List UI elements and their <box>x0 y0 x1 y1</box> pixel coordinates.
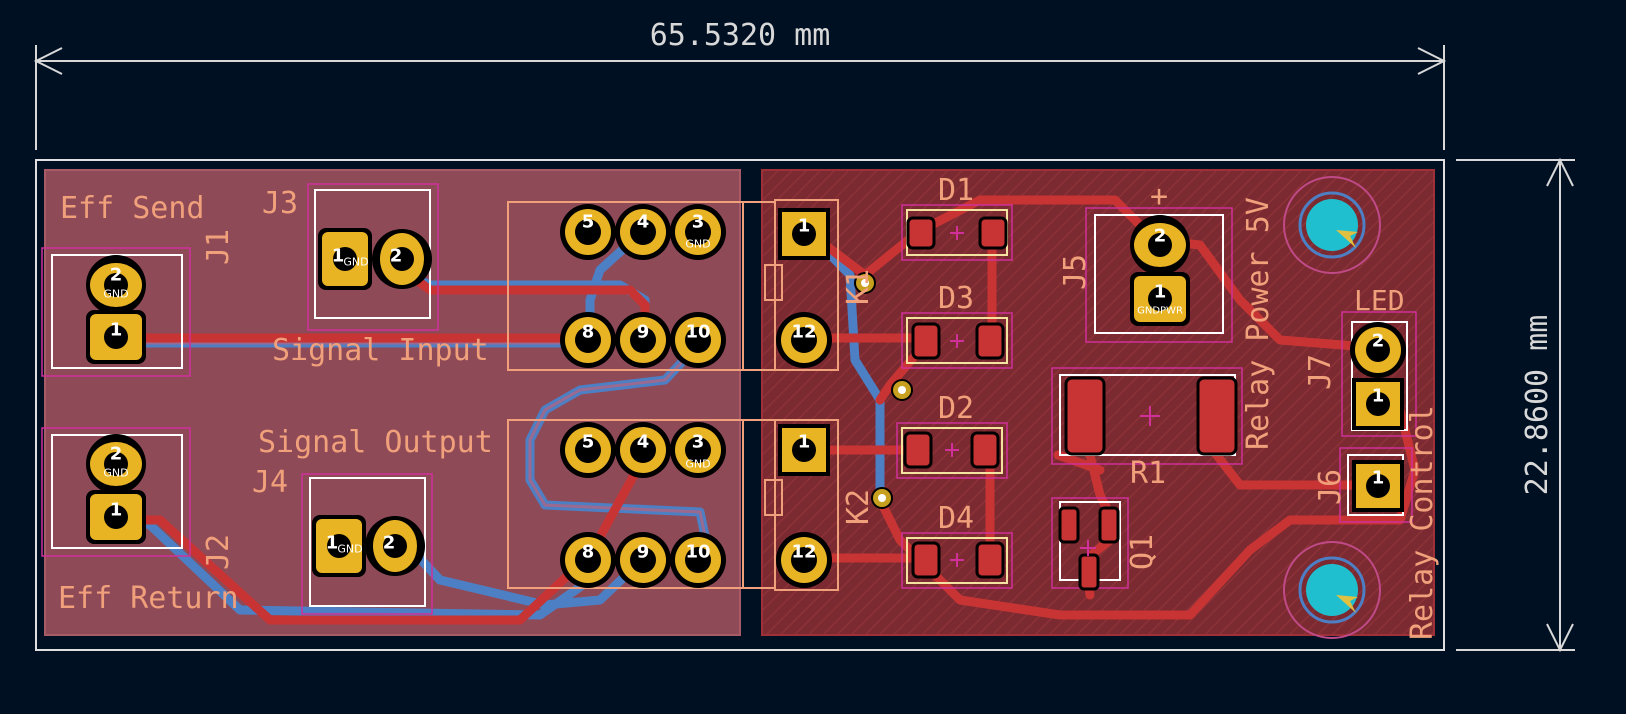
eff-send-label: Eff Send <box>60 191 205 226</box>
height-dimension <box>1456 157 1575 653</box>
ref-k1: K1 <box>841 269 876 305</box>
svg-text:1: 1 <box>110 320 123 341</box>
relay-power-label: Relay Power 5V <box>1241 197 1276 450</box>
svg-text:8: 8 <box>582 542 595 563</box>
relay-k1-pads: 5 4 3 GND 8 9 10 1 12 <box>560 204 832 368</box>
svg-text:1: 1 <box>1372 468 1385 489</box>
ref-d1: D1 <box>938 173 974 208</box>
svg-text:GND: GND <box>685 238 710 251</box>
relay-control-label: Relay Control <box>1405 405 1440 640</box>
svg-text:5: 5 <box>582 212 595 233</box>
svg-text:9: 9 <box>637 542 650 563</box>
svg-text:12: 12 <box>791 542 816 563</box>
connector-j6-pads: 1 <box>1352 460 1404 512</box>
svg-text:2: 2 <box>390 246 403 267</box>
svg-text:2: 2 <box>383 533 396 554</box>
svg-text:10: 10 <box>685 322 710 343</box>
ref-d4: D4 <box>938 501 974 536</box>
svg-text:1: 1 <box>326 533 339 554</box>
back-copper-traces-inner <box>118 341 712 561</box>
svg-text:1: 1 <box>1372 386 1385 407</box>
relay-k2-pads: 5 4 3 GND 8 9 10 1 12 <box>560 422 832 588</box>
ref-j3: J3 <box>262 186 298 221</box>
svg-text:1: 1 <box>1154 282 1167 303</box>
svg-text:GND: GND <box>103 467 128 480</box>
svg-text:GND: GND <box>685 458 710 471</box>
svg-text:2: 2 <box>110 444 123 465</box>
svg-text:10: 10 <box>685 542 710 563</box>
svg-text:5: 5 <box>582 432 595 453</box>
svg-text:4: 4 <box>637 212 650 233</box>
connector-j5-pads: 2 1 GNDPWR <box>1130 215 1190 326</box>
plus-label: + <box>1150 179 1168 214</box>
led-label: LED <box>1354 284 1405 317</box>
mounting-hole-top <box>1283 176 1381 274</box>
signal-input-label: Signal Input <box>272 333 489 368</box>
smd-pads <box>903 216 1238 591</box>
svg-text:GND: GND <box>343 256 368 269</box>
connector-j3-pads: 1 GND 2 <box>318 228 432 290</box>
connector-j7-pads: 2 1 <box>1350 322 1406 430</box>
ref-j6: J6 <box>1313 469 1348 505</box>
width-dimension-label: 65.5320 mm <box>650 18 831 53</box>
svg-text:1: 1 <box>332 246 345 267</box>
svg-text:2: 2 <box>1154 226 1167 247</box>
ref-d3: D3 <box>938 281 974 316</box>
silkscreen-outlines <box>507 199 839 591</box>
svg-text:3: 3 <box>692 212 705 233</box>
svg-text:1: 1 <box>110 500 123 521</box>
ref-k2: K2 <box>841 489 876 525</box>
svg-text:GND: GND <box>337 543 362 556</box>
connector-j1-pads: 2 GND 1 <box>86 255 146 364</box>
ref-d2: D2 <box>938 391 974 426</box>
svg-text:2: 2 <box>110 265 123 286</box>
svg-text:12: 12 <box>791 322 816 343</box>
width-dimension <box>33 45 1447 150</box>
ref-r1: R1 <box>1130 456 1166 491</box>
signal-output-label: Signal Output <box>258 425 493 460</box>
connector-j4-pads: 1 GND 2 <box>312 515 425 577</box>
ref-j7: J7 <box>1303 354 1338 390</box>
board-outline <box>35 159 1445 651</box>
ref-j2: J2 <box>201 534 236 570</box>
svg-text:8: 8 <box>582 322 595 343</box>
connector-j2-pads: 2 GND 1 <box>86 434 146 544</box>
height-dimension-label: 22.8600 mm <box>1520 315 1555 496</box>
vias <box>854 272 913 509</box>
ref-q1: Q1 <box>1125 534 1160 570</box>
svg-text:GNDPWR: GNDPWR <box>1137 306 1183 317</box>
svg-text:3: 3 <box>692 432 705 453</box>
ref-j4: J4 <box>252 465 288 500</box>
svg-text:1: 1 <box>798 216 811 237</box>
svg-text:4: 4 <box>637 432 650 453</box>
svg-text:9: 9 <box>637 322 650 343</box>
courtyard-outlines <box>41 183 1417 615</box>
ref-j5: J5 <box>1058 254 1093 290</box>
mounting-hole-bottom <box>1283 541 1381 639</box>
svg-text:1: 1 <box>798 432 811 453</box>
svg-text:2: 2 <box>1372 331 1385 352</box>
eff-return-label: Eff Return <box>58 581 239 616</box>
ref-j1: J1 <box>201 229 236 265</box>
center-markers <box>945 226 1160 567</box>
svg-text:GND: GND <box>103 288 128 301</box>
